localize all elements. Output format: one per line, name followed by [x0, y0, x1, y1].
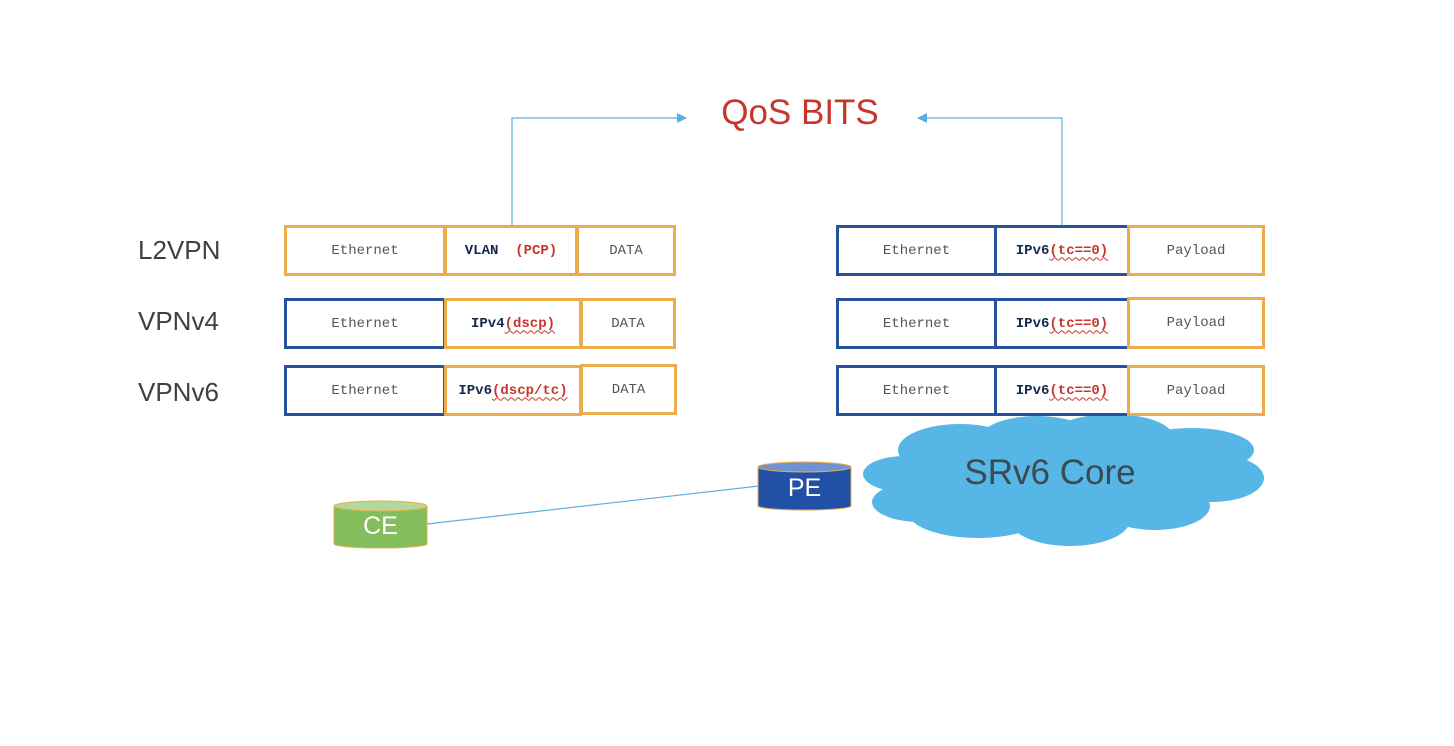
row-label-vpnv4: VPNv4 — [138, 306, 219, 336]
ipv6-header-name: IPv6 — [458, 382, 492, 399]
pe-label: PE — [787, 474, 822, 502]
row-label-vpnv6: VPNv6 — [138, 377, 219, 407]
pe-router — [757, 461, 852, 511]
srv6-core-label: SRv6 Core — [964, 453, 1136, 492]
ipv6-header-name: IPv6 — [1015, 382, 1050, 399]
vpnv4-payload-cell: Payload — [1127, 297, 1265, 349]
l2vpn-ethernet-cell: Ethernet — [284, 225, 446, 276]
vpnv4-data-cell: DATA — [580, 298, 676, 349]
l2vpn-outer-ipv6-cell: IPv6(tc==0) — [994, 228, 1127, 273]
qos-bits-title: QoS BITS — [721, 93, 879, 132]
ipv6-header-name: IPv6 — [1015, 242, 1050, 259]
ce-label: CE — [363, 512, 398, 540]
vpnv4-ethernet-cell: Ethernet — [284, 298, 446, 349]
l2vpn-vlan-cell: VLAN (PCP) — [444, 225, 578, 276]
vpnv6-ethernet-cell: Ethernet — [284, 365, 446, 416]
l2vpn-outer-ethernet-cell: Ethernet — [839, 228, 994, 273]
l2vpn-payload-cell: Payload — [1127, 225, 1265, 276]
vpnv6-payload-cell: Payload — [1127, 365, 1265, 416]
dscp-tc-qos-field: (dscp/tc) — [491, 382, 568, 399]
srv6-core-cloud — [863, 414, 1264, 546]
vpnv6-outer-ethernet-cell: Ethernet — [839, 368, 994, 413]
vlan-header-name: VLAN — [464, 242, 499, 259]
vpnv4-outer-ipv6-cell: IPv6(tc==0) — [994, 301, 1127, 346]
vpnv4-ipv4-cell: IPv4(dscp) — [444, 298, 582, 349]
ce-pe-link — [426, 485, 760, 525]
tc-qos-field: (tc==0) — [1049, 242, 1109, 259]
tc-qos-field: (tc==0) — [1049, 382, 1109, 399]
tc-qos-field: (tc==0) — [1049, 315, 1109, 332]
vpnv4-outer-ethernet-cell: Ethernet — [839, 301, 994, 346]
vpnv6-ipv6-cell: IPv6(dscp/tc) — [444, 365, 582, 416]
vpnv6-data-cell: DATA — [580, 364, 677, 415]
qos-arrow-left — [511, 113, 687, 226]
pcp-qos-field: (PCP) — [515, 242, 558, 259]
ipv6-header-name: IPv6 — [1015, 315, 1050, 332]
l2vpn-data-cell: DATA — [576, 225, 676, 276]
dscp-qos-field: (dscp) — [504, 315, 556, 332]
ce-router — [333, 500, 428, 549]
qos-arrow-right — [917, 113, 1063, 226]
row-label-l2vpn: L2VPN — [138, 235, 221, 265]
ipv4-header-name: IPv4 — [470, 315, 505, 332]
vpnv6-outer-ipv6-cell: IPv6(tc==0) — [994, 368, 1127, 413]
